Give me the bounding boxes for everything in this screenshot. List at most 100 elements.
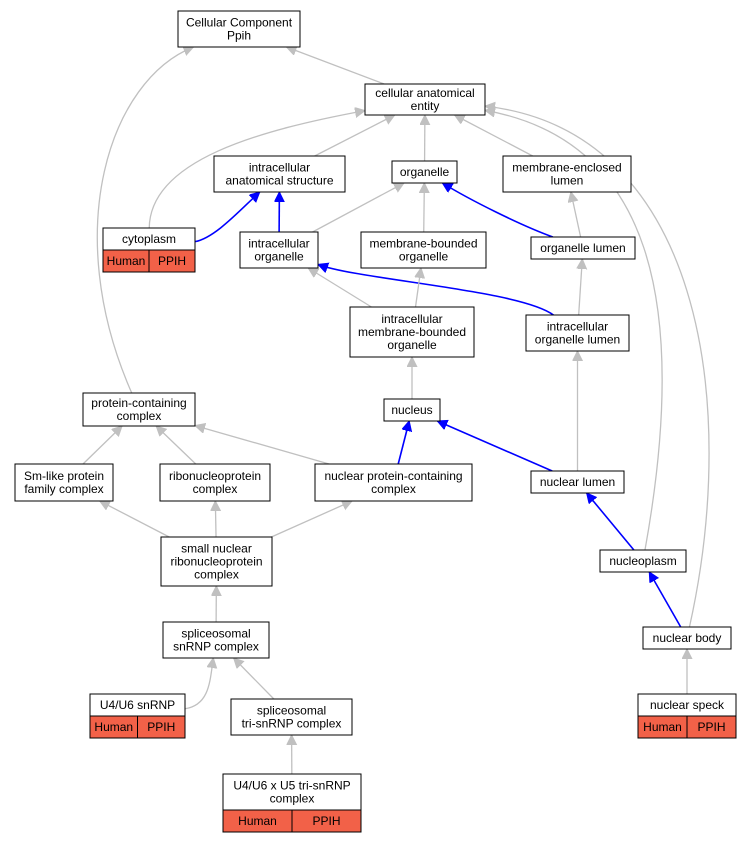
node-label-line: complex	[193, 482, 238, 496]
node-box	[360, 231, 487, 269]
node-label-line: nucleus	[391, 403, 432, 417]
annotation-cell	[137, 715, 186, 739]
node-label-line: cellular anatomical	[375, 86, 474, 100]
edge-ol-to-mel	[571, 192, 582, 238]
edge-mel-to-cae	[455, 114, 533, 157]
node-box	[160, 536, 273, 587]
node-box	[383, 398, 441, 422]
node-label-line: nuclear protein-containing	[324, 469, 462, 483]
edge-iol-to-io	[318, 264, 554, 316]
node-label-line: organelle	[399, 250, 449, 264]
annotation-cell	[148, 249, 196, 273]
node-label-line: U4/U6 x U5 tri-snRNP	[233, 779, 350, 793]
node-label-line: nucleoplasm	[609, 554, 676, 568]
node-label-line: U4/U6 snRNP	[100, 698, 175, 712]
node-nl[interactable]: nuclear lumen	[530, 470, 625, 494]
edge-smlp-to-pcc	[82, 426, 122, 465]
node-label-line: organelle lumen	[535, 333, 620, 347]
edge-nucleoplasm-to-nl	[587, 493, 635, 551]
node-box	[530, 236, 636, 260]
edge-ol-to-organelle	[442, 182, 554, 238]
node-box	[349, 306, 475, 358]
annotation-label: Human	[94, 720, 133, 734]
node-label-line: family complex	[24, 482, 103, 496]
node-label-line: spliceosomal	[181, 627, 250, 641]
node-label-line: complex	[117, 409, 162, 423]
node-nucleoplasm[interactable]: nucleoplasm	[599, 549, 687, 573]
node-label-line: organelle	[254, 250, 304, 264]
node-label-line: intracellular	[547, 320, 608, 334]
node-box	[82, 392, 196, 427]
node-label-line: Sm-like protein	[24, 469, 104, 483]
node-box	[159, 463, 271, 502]
edge-snrnp-to-rnp	[215, 501, 216, 538]
edge-u4u6-to-spl	[184, 658, 213, 710]
edge-npcc-to-pcc	[195, 426, 330, 465]
annotation-label: PPIH	[158, 254, 186, 268]
annotation-label: PPIH	[697, 720, 725, 734]
node-box	[222, 773, 362, 811]
node-label-line: intracellular	[249, 161, 310, 175]
annotation-label: PPIH	[312, 814, 340, 828]
edge-imbo-to-mbo	[416, 268, 421, 308]
node-ol[interactable]: organelle lumen	[530, 236, 636, 260]
edge-nb-to-nucleoplasm	[648, 572, 682, 628]
node-nb[interactable]: nuclear body	[642, 626, 732, 650]
edge-rnp-to-pcc	[156, 426, 197, 465]
node-label-line: complex	[371, 482, 416, 496]
node-organelle[interactable]: organelle	[391, 160, 458, 184]
node-label-line: nuclear body	[653, 631, 722, 645]
node-box	[599, 549, 687, 573]
node-label-line: snRNP complex	[173, 640, 259, 654]
edge-snrnp-to-smlp	[100, 500, 170, 538]
node-label-line: organelle	[387, 338, 437, 352]
node-label-line: protein-containing	[91, 396, 186, 410]
annotation-label: Human	[643, 720, 682, 734]
node-label-line: membrane-bounded	[358, 325, 466, 339]
node-box	[230, 698, 353, 736]
node-label-line: complex	[270, 792, 315, 806]
node-label-line: complex	[194, 568, 239, 582]
node-label-line: tri-snRNP complex	[242, 717, 342, 731]
edge-ias-to-cae	[314, 114, 395, 157]
node-label-line: entity	[411, 99, 440, 113]
edge-iol-to-ol	[579, 259, 583, 316]
edge-imbo-to-io	[308, 268, 372, 308]
edge-io-to-organelle	[312, 182, 404, 233]
node-label-line: spliceosomal	[257, 704, 326, 718]
node-label-line: anatomical structure	[225, 174, 333, 188]
node-label-line: organelle lumen	[540, 241, 625, 255]
edge-snrnp-to-npcc	[271, 501, 352, 538]
node-nucleus[interactable]: nucleus	[383, 398, 441, 422]
node-box	[364, 83, 486, 116]
edges-layer	[82, 47, 710, 775]
node-box	[530, 470, 625, 494]
edge-npcc-to-nucleus	[397, 421, 409, 465]
annotation-cell	[291, 809, 362, 833]
node-label-line: small nuclear	[181, 542, 252, 556]
edge-nl-to-nucleus	[437, 421, 553, 472]
node-box	[239, 231, 319, 269]
node-label-line: intracellular	[381, 312, 442, 326]
